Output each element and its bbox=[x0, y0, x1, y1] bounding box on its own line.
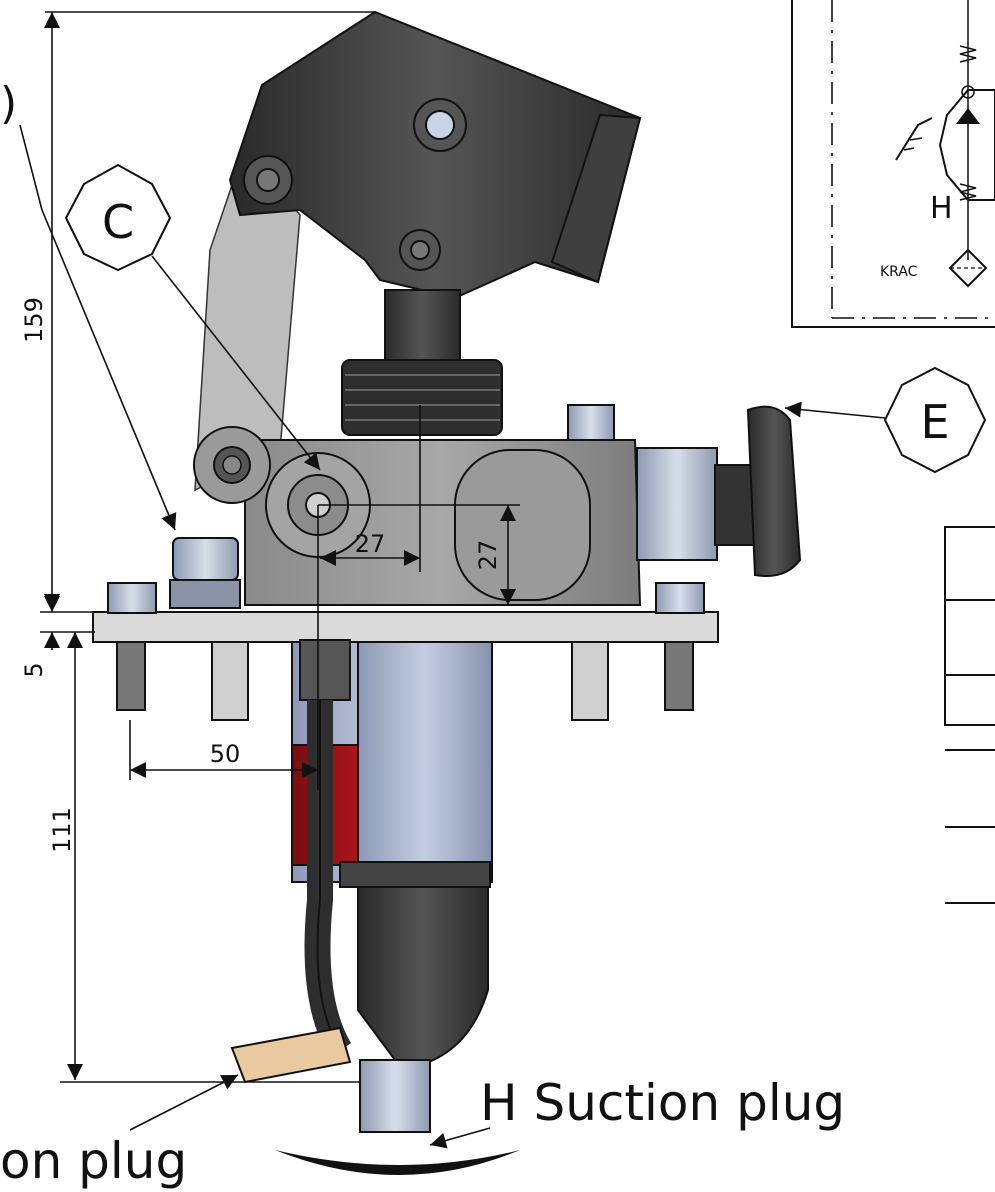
orange-suction-plug bbox=[230, 1026, 352, 1084]
suction-elbow bbox=[357, 886, 489, 1067]
dimension-50: 50 bbox=[210, 740, 241, 768]
leader-left-plug bbox=[129, 1074, 239, 1131]
callout-c-label: C bbox=[102, 195, 134, 249]
body-boss bbox=[454, 449, 591, 601]
callout-e-label: E bbox=[920, 395, 949, 449]
dimension-lines bbox=[40, 11, 520, 1083]
callout-clipped: ) bbox=[0, 78, 43, 211]
hydraulic-schematic: H KRAC bbox=[791, 0, 995, 328]
piston-rod bbox=[384, 289, 461, 361]
base-plate bbox=[92, 611, 719, 643]
dimension-27-vertical: 27 bbox=[474, 540, 502, 571]
callout-clipped-label: ) bbox=[0, 78, 17, 129]
pump-assembly bbox=[92, 10, 802, 1175]
leader-suction-plug bbox=[429, 1127, 491, 1149]
callout-e: E bbox=[784, 366, 987, 474]
plate-bolt-head-left bbox=[107, 582, 157, 614]
dimension-27-horizontal: 27 bbox=[355, 530, 386, 558]
callout-c: C bbox=[41, 163, 321, 531]
bottom-nut bbox=[359, 1059, 431, 1133]
plate-bolt-head-right bbox=[655, 582, 705, 614]
h-suction-plug-note: H Suction plug bbox=[480, 1074, 845, 1132]
release-valve-fitting bbox=[636, 447, 718, 561]
dimension-111: 111 bbox=[48, 807, 76, 853]
plate-screw-right bbox=[664, 641, 694, 711]
left-plug bbox=[172, 537, 239, 581]
dimension-5: 5 bbox=[20, 662, 48, 677]
bellows bbox=[341, 359, 503, 436]
dimension-159: 159 bbox=[20, 297, 48, 343]
bottom-left-note-fragment: on plug bbox=[0, 1132, 187, 1190]
schematic-krac-label: KRAC bbox=[880, 264, 918, 280]
release-knob bbox=[746, 405, 802, 577]
schematic-h-label: H bbox=[930, 191, 953, 226]
foot-strainer bbox=[275, 1150, 520, 1175]
parts-table bbox=[944, 526, 995, 904]
plate-screw-left bbox=[116, 641, 146, 711]
